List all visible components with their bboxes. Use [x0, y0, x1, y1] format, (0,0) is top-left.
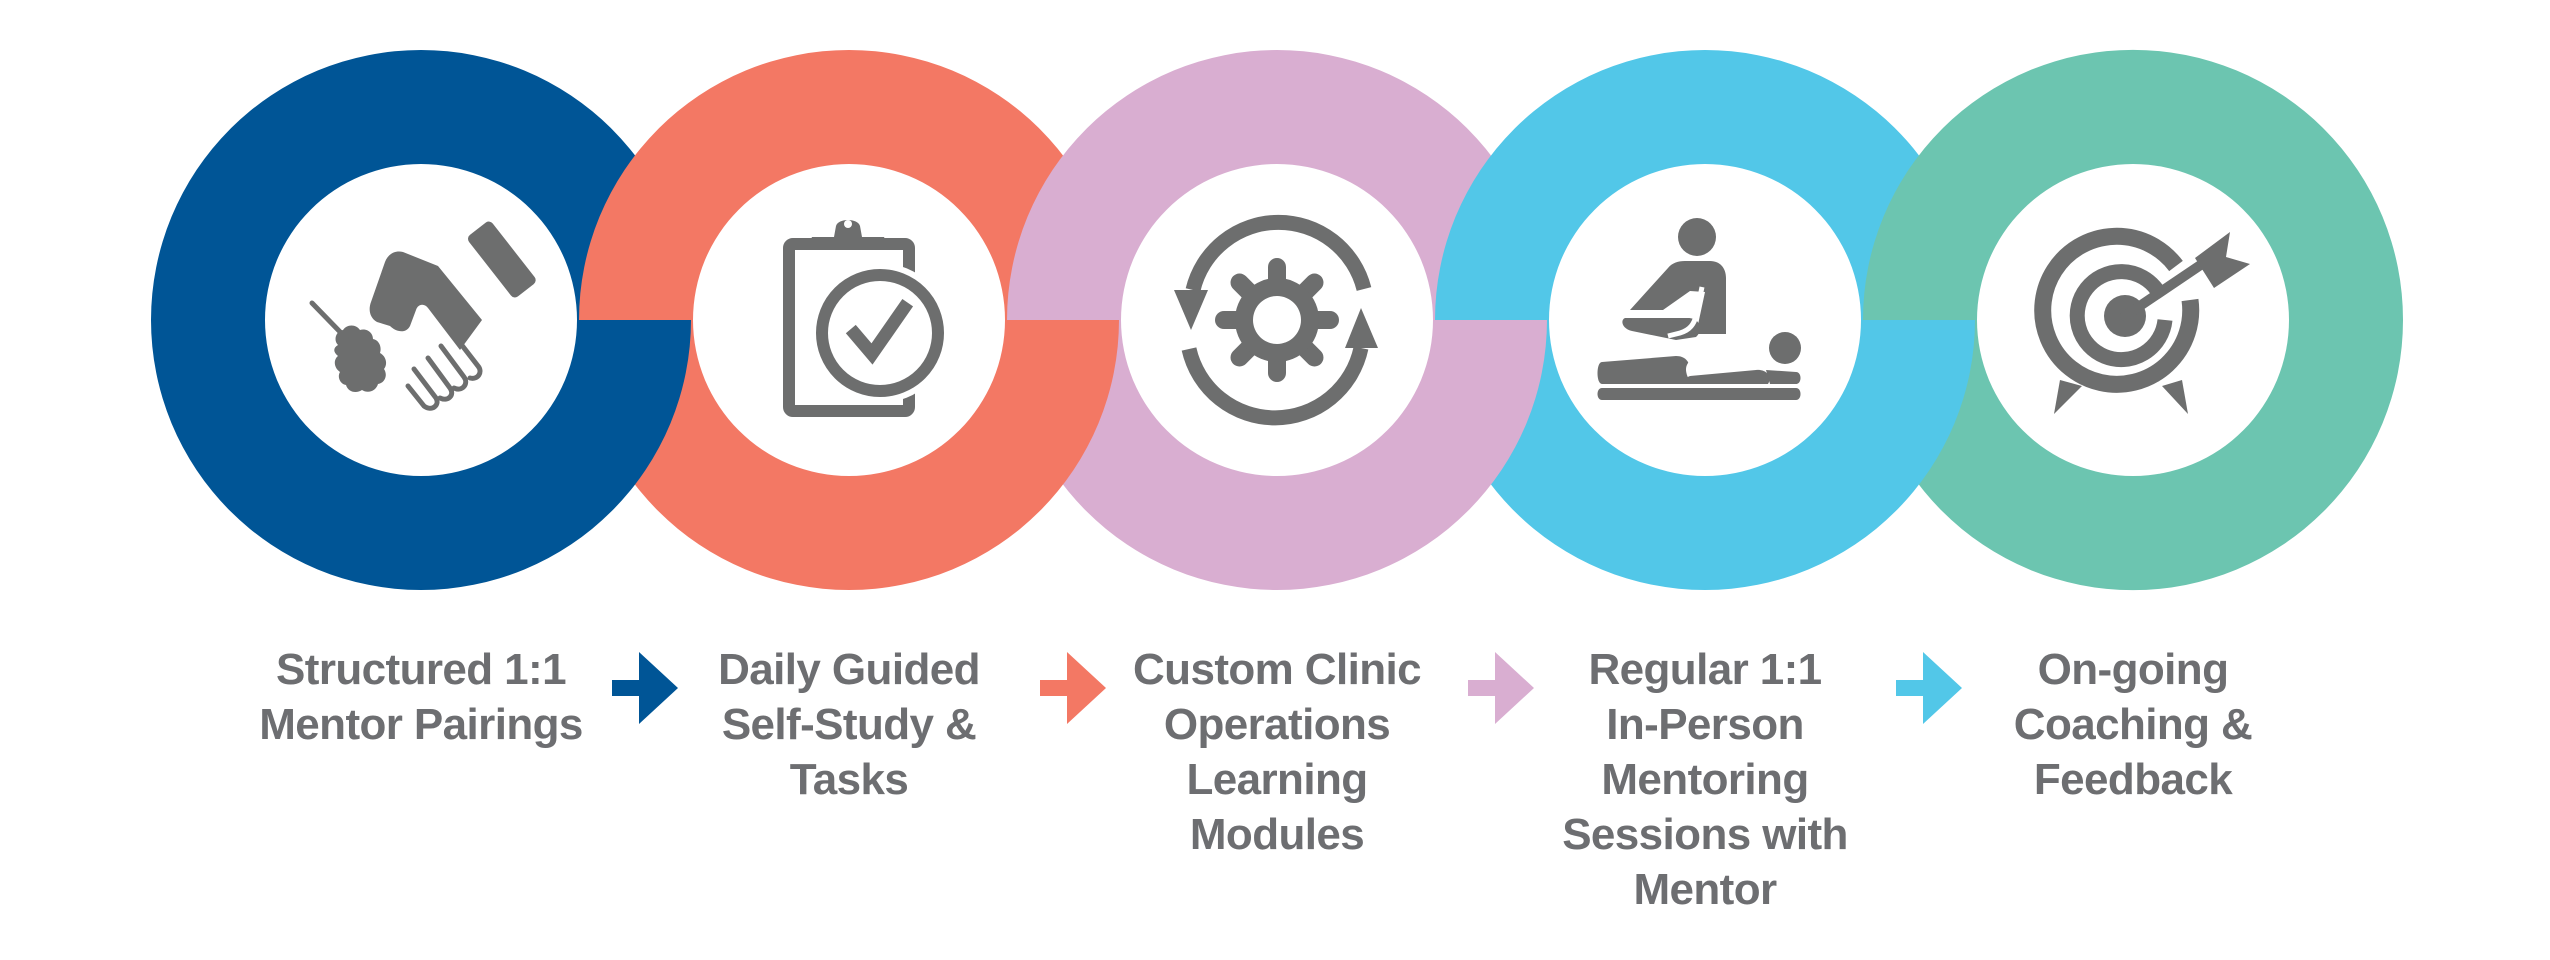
ring-bottom-1 — [151, 320, 691, 590]
handshake-icon — [309, 221, 536, 411]
gear-cycle-icon — [1174, 214, 1378, 426]
step-label-line: Modules — [1189, 810, 1365, 859]
ring-top-5 — [1863, 50, 2403, 320]
step-label-line: Operations — [1163, 700, 1391, 749]
clipboard-check-icon — [783, 220, 950, 417]
step-label-line: On-going — [2037, 645, 2229, 694]
arrow-right-icon — [1896, 652, 1962, 724]
arrow-right-icon — [612, 652, 678, 724]
therapist-icon — [1597, 218, 1801, 400]
ring-top-2 — [579, 50, 1119, 320]
ring-top-1 — [151, 50, 691, 320]
step-label-line: Structured 1:1 — [276, 645, 566, 694]
step-label-line: Mentor — [1633, 865, 1777, 914]
step-label-line: Sessions with — [1562, 810, 1848, 859]
arrow-right-icon — [1468, 652, 1534, 724]
target-arrow-icon — [2034, 227, 2250, 414]
step-label-line: Self-Study & — [721, 700, 977, 749]
step-label-line: Coaching & — [2013, 700, 2253, 749]
ring-bottom-3 — [1007, 320, 1547, 590]
ring-top-3 — [1007, 50, 1547, 320]
arrow-right-icon — [1040, 652, 1106, 724]
step-label-line: Mentoring — [1601, 755, 1809, 804]
step-label-line: Daily Guided — [718, 645, 980, 694]
step-label-line: In-Person — [1606, 700, 1804, 749]
step-label-line: Tasks — [789, 755, 909, 804]
ring-top-4 — [1435, 50, 1975, 320]
step-label-line: Custom Clinic — [1133, 645, 1422, 694]
ring-bottom-4 — [1435, 320, 1975, 590]
step-label-line: Learning — [1186, 755, 1369, 804]
step-label-line: Feedback — [2033, 755, 2233, 804]
step-label-line: Regular 1:1 — [1588, 645, 1822, 694]
ring-bottom-2 — [579, 320, 1119, 590]
ring-bottom-5 — [1863, 320, 2403, 590]
step-label-line: Mentor Pairings — [259, 700, 583, 749]
